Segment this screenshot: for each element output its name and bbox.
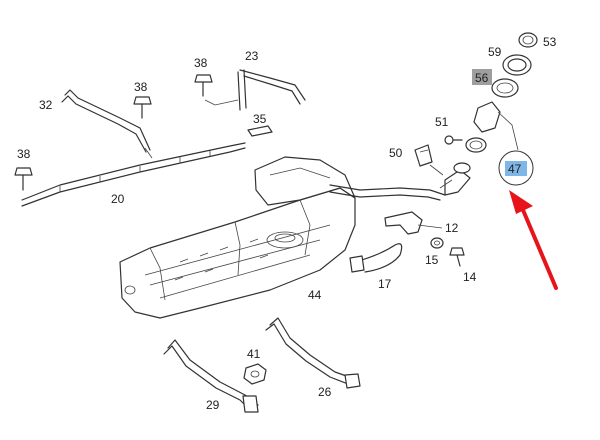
label-23: 23 [245,49,259,63]
label-59: 59 [488,45,502,59]
label-41: 41 [247,347,261,361]
label-44: 44 [308,288,322,302]
label-38-upper: 38 [194,56,208,70]
washer-15 [430,237,444,249]
strap-23 [204,69,306,111]
label-38-middle: 38 [134,80,148,94]
label-20: 20 [111,192,125,206]
highlight-56 [472,69,492,85]
label-29: 29 [206,398,220,412]
strap-20 [21,142,246,207]
label-53: 53 [543,35,557,49]
leader-lines [417,164,453,229]
label-56: 56 [475,71,489,85]
highlight-47 [505,161,527,176]
ring-59 [502,54,532,76]
label-17: 17 [378,277,392,291]
strap-26 [265,317,361,389]
label-15: 15 [425,253,439,267]
filler-pipe [329,162,471,201]
clamp-50 [414,144,433,167]
bolt-38-left [14,167,33,191]
bolt-38-upper [194,74,213,97]
label-32: 32 [39,98,53,112]
bolt-14 [449,247,465,267]
strap-32 [61,89,153,159]
label-50: 50 [389,146,403,160]
label-35: 35 [253,112,267,126]
label-38-left: 38 [17,147,31,161]
strap-29 [163,339,259,413]
bracket-12 [384,211,423,235]
label-51: 51 [435,115,449,129]
pad-35 [247,125,273,137]
cap-53 [518,32,538,48]
fuel-tank [119,156,356,319]
red-arrow [509,190,558,290]
label-26: 26 [318,385,332,399]
label-12: 12 [445,221,459,235]
cable-tie-17 [349,243,403,273]
nut-41 [243,363,267,385]
bolt-38-middle [133,96,152,119]
ring-56 [491,78,519,98]
screw-51 [444,135,463,145]
hose-47 [465,101,519,153]
label-47: 47 [508,162,522,176]
label-14: 14 [463,270,477,284]
